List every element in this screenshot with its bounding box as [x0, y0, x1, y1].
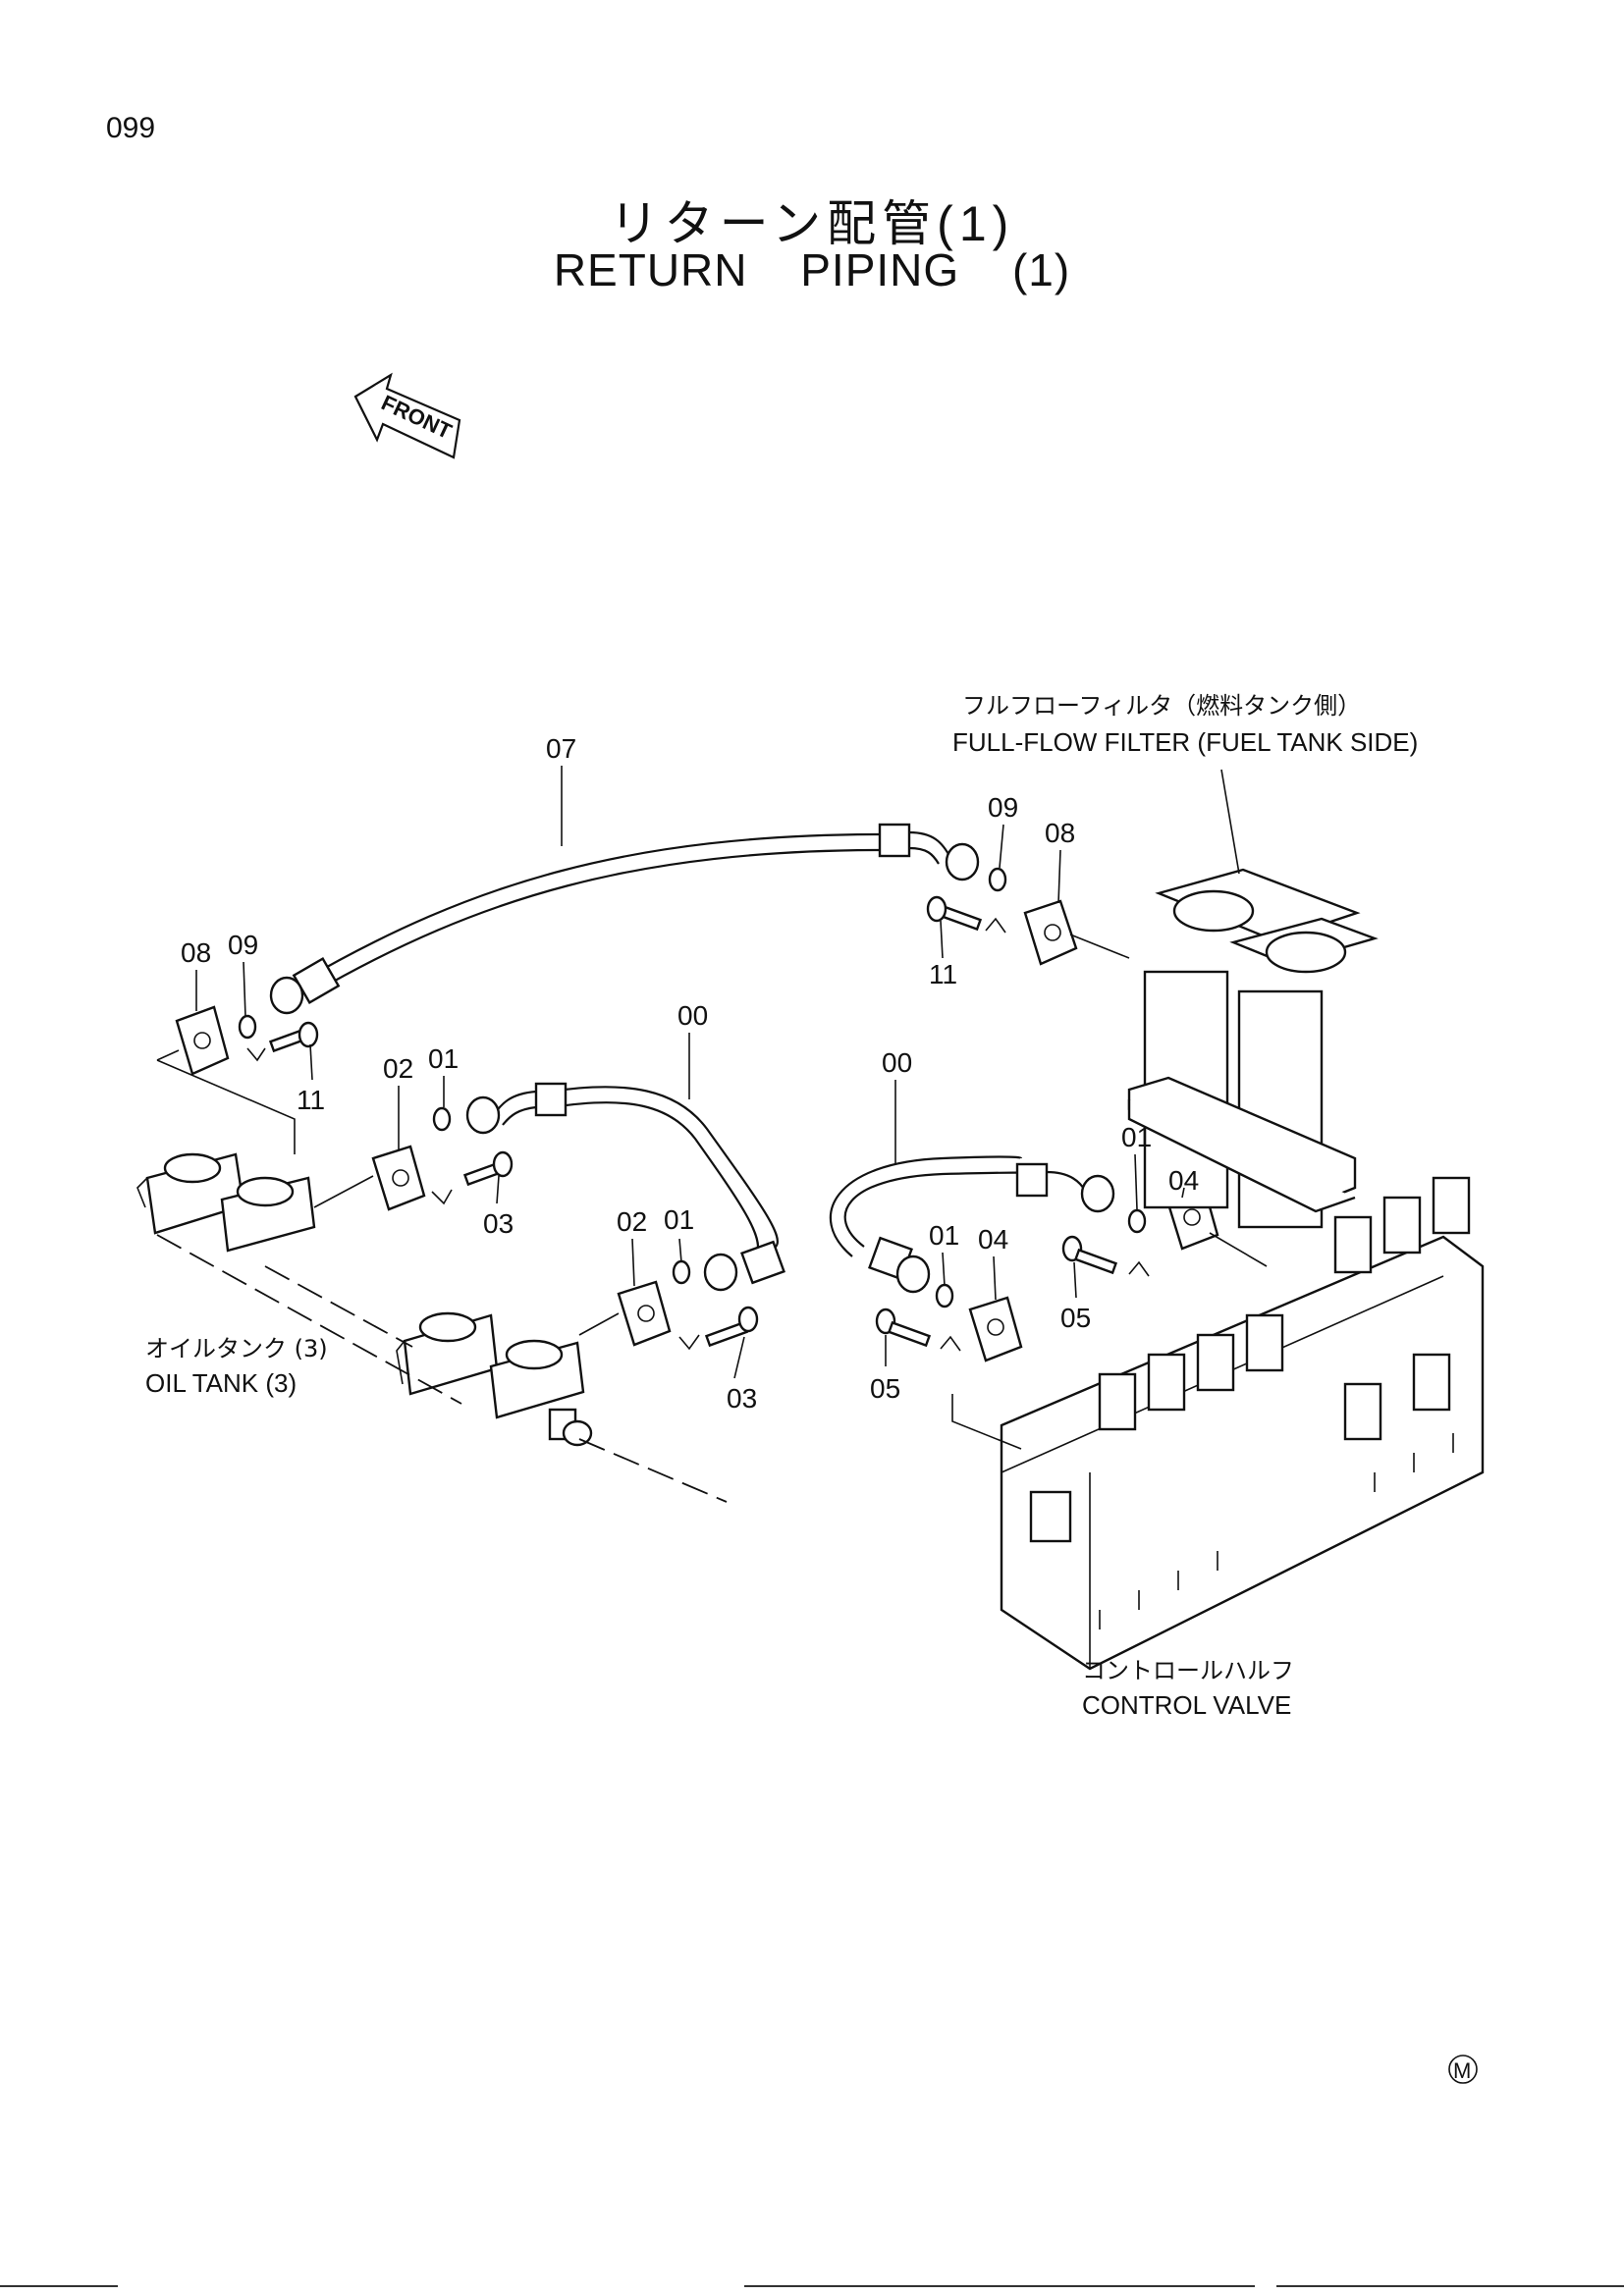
hose-00-a [465, 1082, 785, 1292]
oring-09-right [988, 867, 1007, 892]
footer-rule-mid [744, 2285, 1255, 2287]
hose-07 [269, 823, 980, 1015]
label-bolt-11-left: 11 [297, 1085, 325, 1115]
oring-01-a [432, 1106, 452, 1132]
oring-01-d [1127, 1208, 1147, 1234]
label-bolt-03-upper: 03 [483, 1208, 514, 1239]
flange-08-right [1023, 899, 1078, 966]
label-oring-09-left: 09 [228, 930, 258, 960]
corner-mark-letter: M [1453, 2058, 1471, 2083]
hose-00-b [829, 1155, 1115, 1294]
label-bolt-05-right: 05 [1060, 1303, 1091, 1333]
title-english: RETURN PIPING (1) [553, 244, 1071, 295]
front-arrow-icon: FRONT [353, 372, 461, 459]
label-oring-01-c: 01 [929, 1220, 959, 1251]
footer-rule-right [1276, 2285, 1624, 2287]
caption-control-valve-en: CONTROL VALVE [1082, 1690, 1291, 1720]
label-hose-00-b: 00 [882, 1047, 912, 1078]
label-flange-02-upper: 02 [383, 1053, 413, 1084]
bolt-11-left [268, 1021, 319, 1053]
label-oring-01-a: 01 [428, 1043, 459, 1074]
oring-01-c [935, 1283, 954, 1308]
flange-02-upper [371, 1145, 426, 1211]
label-oring-01-d: 01 [1121, 1122, 1152, 1152]
leader-lines [195, 766, 1240, 1379]
caption-filter-en: FULL-FLOW FILTER (FUEL TANK SIDE) [952, 727, 1418, 757]
bolt-03-lower [704, 1306, 759, 1348]
footer-rule-left [0, 2285, 118, 2287]
flange-08-left [175, 1005, 230, 1076]
flange-02-lower [617, 1280, 672, 1347]
flange-04-mid [968, 1296, 1023, 1362]
label-flange-08-right: 08 [1045, 818, 1075, 848]
corner-mark-icon: M [1448, 2055, 1478, 2084]
label-bolt-05-mid: 05 [870, 1373, 900, 1404]
bolt-05-mid [875, 1308, 932, 1348]
bolt-11-right [926, 895, 983, 932]
oring-01-b [672, 1259, 691, 1285]
control-valve [1000, 1176, 1485, 1671]
page-number: 099 [106, 112, 156, 144]
caption-control-valve-jp: コントロールハルフ [1082, 1657, 1294, 1684]
oring-09-left [238, 1014, 257, 1040]
label-flange-04-mid: 04 [978, 1224, 1008, 1255]
label-bolt-03-lower: 03 [727, 1383, 757, 1414]
label-flange-02-lower: 02 [617, 1206, 647, 1237]
bolt-03-upper [462, 1150, 514, 1187]
label-flange-08-left: 08 [181, 937, 211, 968]
bolt-05-right [1061, 1235, 1118, 1275]
full-flow-filter [1127, 868, 1379, 1229]
caption-oil-tank-jp: オイルタンク (3) [145, 1335, 328, 1362]
label-flange-04-right: 04 [1168, 1165, 1199, 1196]
caption-filter-jp: フルフローフィルタ（燃料タンク側） [962, 692, 1361, 720]
label-oring-09-right: 09 [988, 792, 1018, 823]
label-oring-01-b: 01 [664, 1204, 694, 1235]
label-hose-00-a: 00 [677, 1000, 708, 1031]
routing-lines [156, 934, 1268, 1503]
oil-tank-ports [136, 1152, 593, 1447]
caption-oil-tank-en: OIL TANK (3) [145, 1368, 297, 1398]
label-bolt-11-right: 11 [929, 959, 957, 989]
label-hose-07: 07 [546, 733, 576, 764]
title-japanese: リターン配管(1) [609, 196, 1015, 251]
